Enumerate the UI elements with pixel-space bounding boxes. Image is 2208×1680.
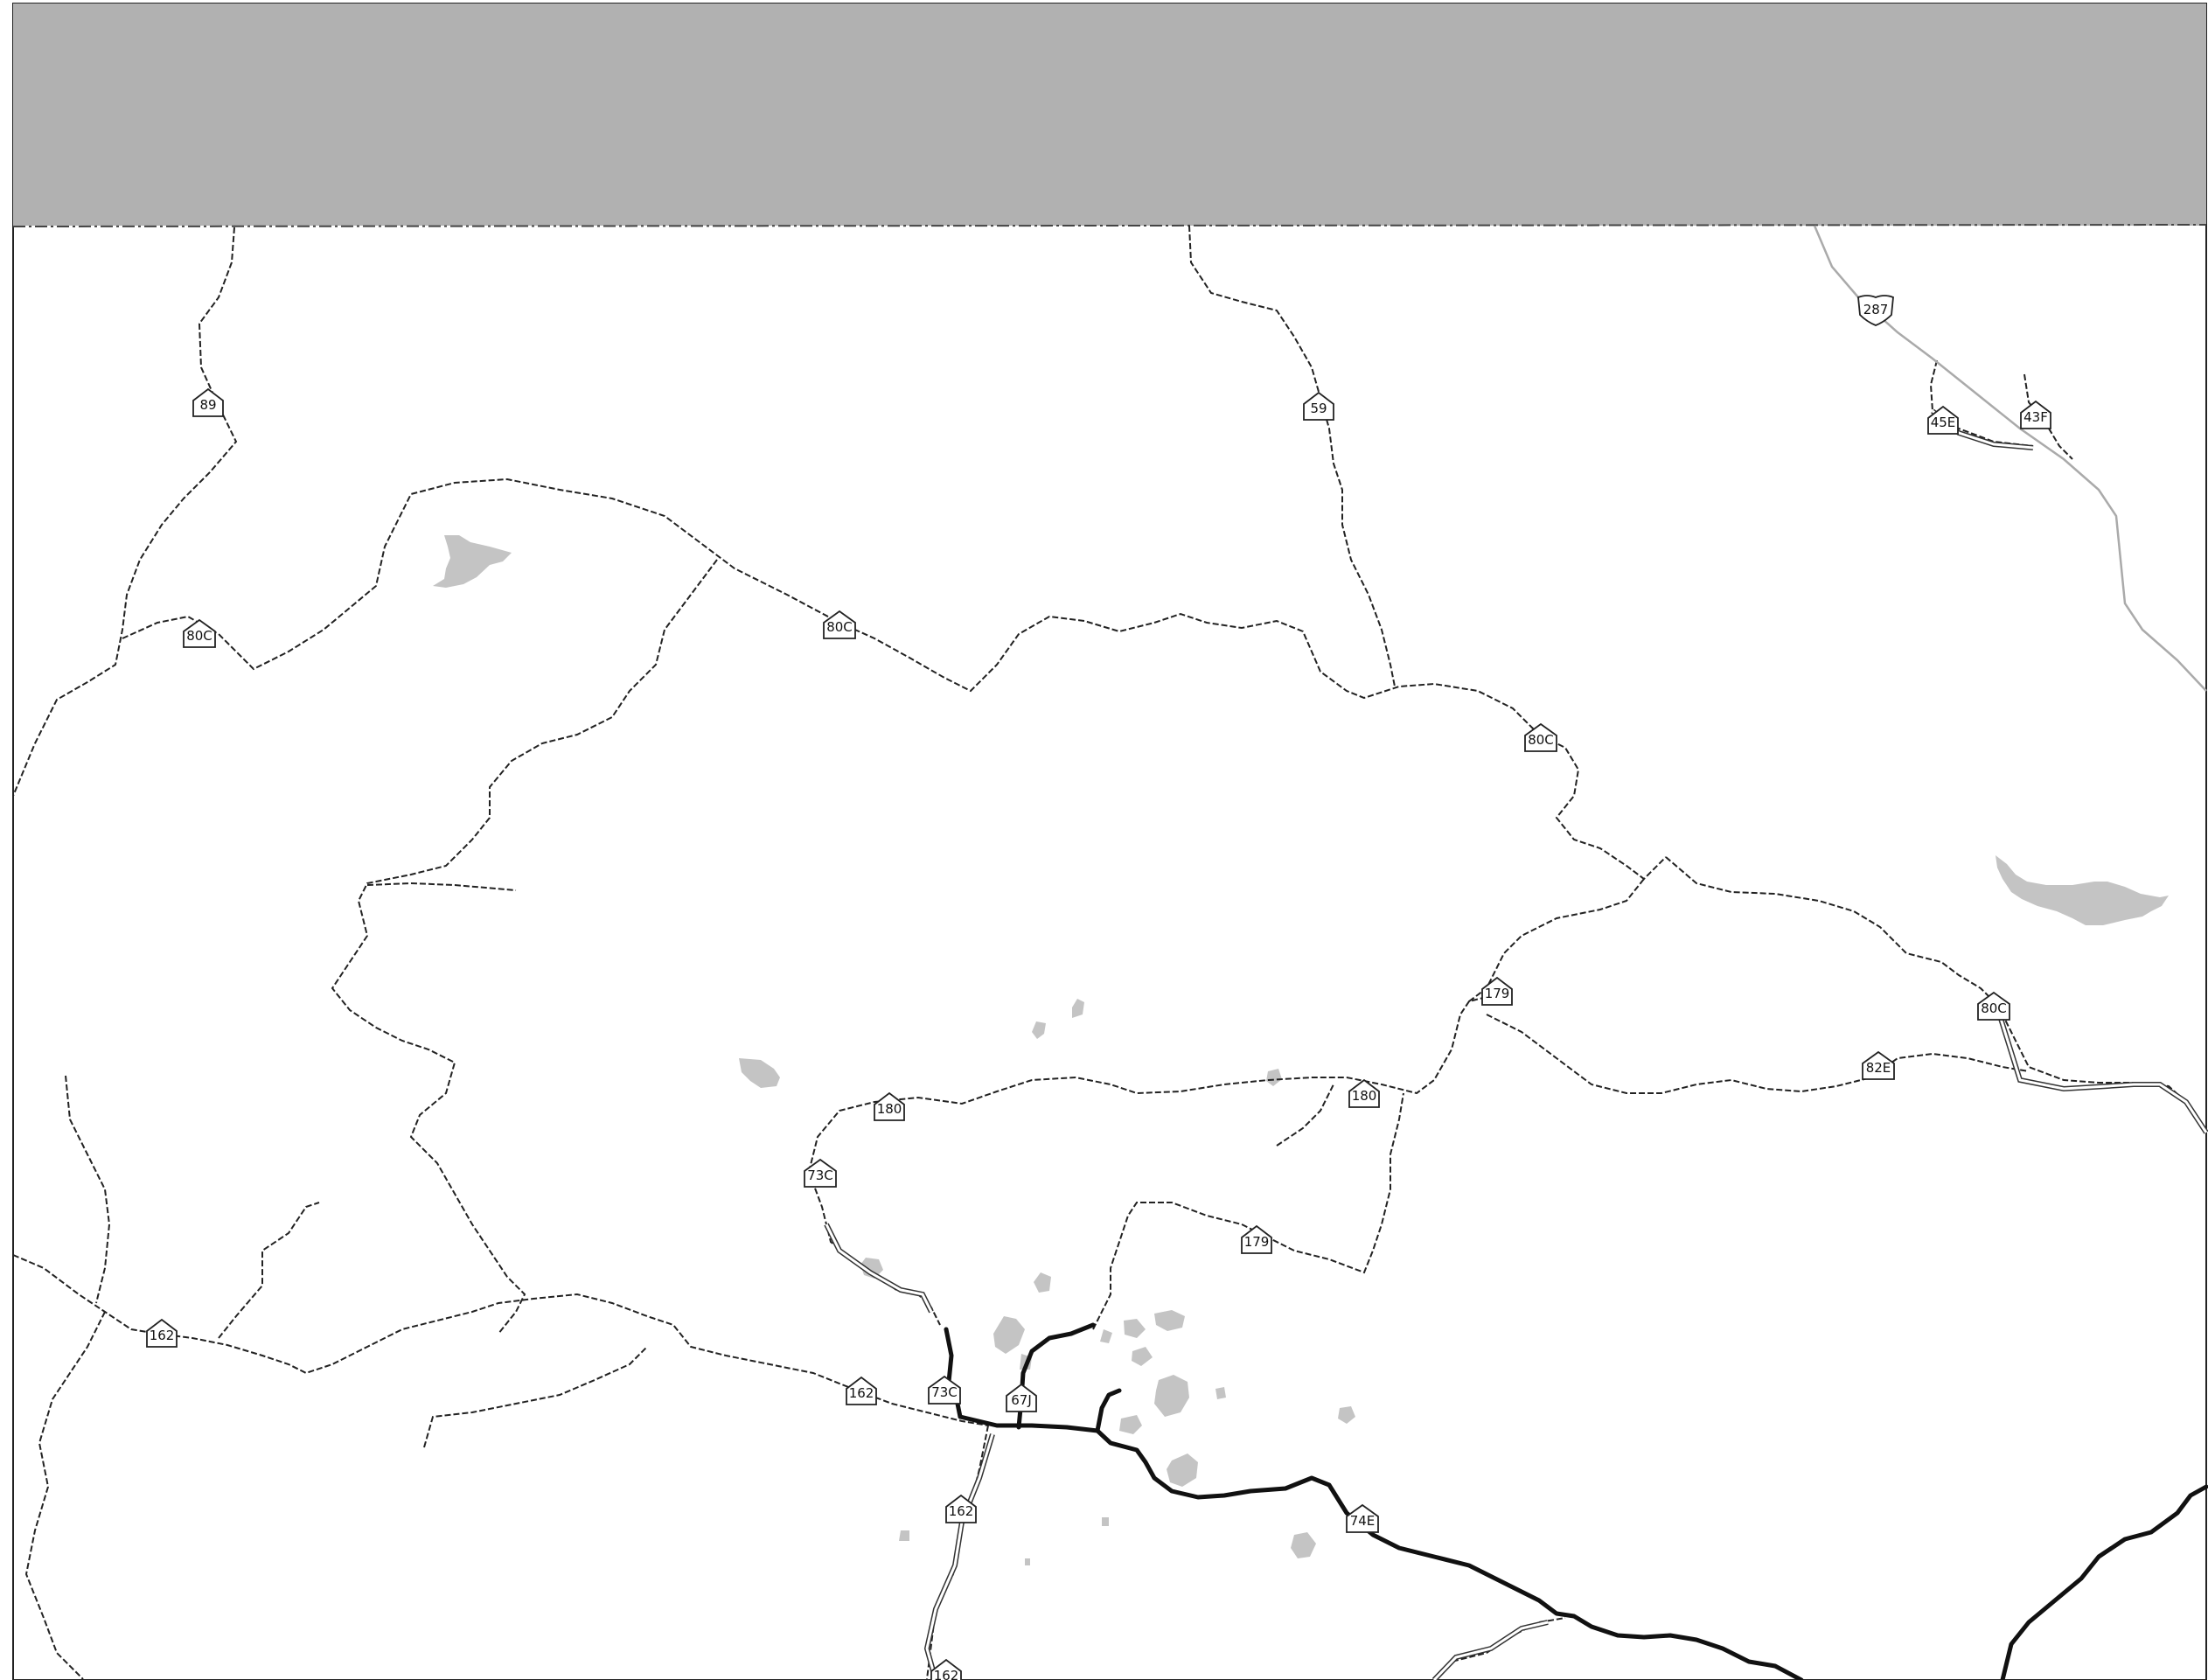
road-89-inner — [15, 228, 241, 798]
pond-9 — [1124, 1319, 1146, 1338]
route-shield: 162 — [930, 1658, 962, 1680]
map-background — [12, 3, 2207, 1680]
svg-text:80C: 80C — [826, 619, 853, 635]
svg-text:59: 59 — [1310, 401, 1327, 416]
road-west-branch — [331, 559, 718, 1335]
road-stub-north — [65, 1075, 111, 1304]
svg-text:80C: 80C — [186, 628, 212, 644]
route-shield-us: 287 — [1857, 295, 1894, 326]
lake-east — [1996, 855, 2169, 925]
route-shield: 45E — [1927, 405, 1959, 435]
pond-3 — [1072, 999, 1084, 1018]
route-shield: 179 — [1241, 1224, 1272, 1254]
svg-text:287: 287 — [1863, 302, 1889, 317]
svg-text:179: 179 — [1244, 1234, 1270, 1250]
route-shield: 180 — [874, 1091, 905, 1121]
pond-11 — [1132, 1347, 1153, 1366]
water-bodies — [433, 535, 2169, 1565]
road-180-spur — [1276, 1084, 1334, 1147]
svg-text:179: 179 — [1485, 986, 1510, 1001]
road-west-spur — [366, 882, 517, 891]
route-shield: 80C — [1524, 722, 1557, 752]
svg-text:162: 162 — [949, 1503, 974, 1519]
svg-text:74E: 74E — [1350, 1513, 1376, 1529]
pond-10 — [1154, 1310, 1185, 1331]
pond-8 — [1100, 1329, 1112, 1343]
out-of-area-region — [13, 3, 2206, 226]
double-road-east-inner — [1996, 1009, 2208, 1133]
route-shield: 82E — [1862, 1050, 1895, 1080]
pond-5 — [1034, 1272, 1051, 1293]
route-shield: 43F — [2020, 400, 2051, 429]
pond-14 — [1167, 1453, 1198, 1487]
boundary-line — [12, 224, 2207, 227]
svg-text:80C: 80C — [1528, 732, 1554, 748]
svg-text:89: 89 — [199, 397, 216, 413]
road-82e — [1486, 1014, 2030, 1094]
route-shield: 162 — [846, 1376, 877, 1405]
route-shield: 89 — [192, 387, 224, 417]
svg-text:73C: 73C — [931, 1384, 958, 1400]
route-shield: 74E — [1346, 1503, 1379, 1533]
main-road-spur — [1095, 1388, 1122, 1433]
route-shield: 162 — [146, 1318, 178, 1348]
pond-18 — [899, 1530, 909, 1541]
svg-text:43F: 43F — [2023, 409, 2048, 425]
pond-15 — [1291, 1532, 1316, 1558]
route-shields: 89 59 287 45E 43F 80C 80C 80C — [146, 295, 2051, 1680]
svg-text:162: 162 — [849, 1385, 874, 1401]
road-162-southwest — [24, 1311, 106, 1680]
svg-text:82E: 82E — [1866, 1060, 1891, 1076]
route-shield: 80C — [183, 618, 216, 648]
svg-text:80C: 80C — [1981, 1000, 2007, 1016]
route-shield: 162 — [945, 1494, 977, 1523]
main-road-southeast — [2000, 1484, 2208, 1680]
pond-1 — [739, 1058, 780, 1088]
pond-17 — [1266, 1069, 1282, 1086]
road-180 — [808, 996, 1487, 1173]
road-89 — [12, 227, 238, 797]
svg-text:45E: 45E — [1931, 415, 1956, 430]
route-shield: 59 — [1303, 391, 1334, 421]
double-road-lower-inner — [1432, 1621, 1549, 1680]
svg-text:162: 162 — [934, 1668, 959, 1680]
road-hook-spur — [218, 1202, 320, 1339]
svg-text:73C: 73C — [807, 1168, 833, 1183]
pond-20 — [1025, 1558, 1030, 1565]
svg-text:180: 180 — [1352, 1088, 1377, 1104]
pond-19 — [1102, 1517, 1109, 1526]
road-179-north — [1468, 878, 1645, 1002]
route-shield: 80C — [823, 610, 856, 639]
double-road-73c-inner — [825, 1223, 933, 1313]
pond-21 — [1215, 1387, 1226, 1399]
route-shield: 179 — [1481, 976, 1513, 1006]
route-shield: 73C — [804, 1158, 837, 1188]
pond-13 — [1119, 1415, 1142, 1434]
double-road-162-south-inner — [925, 1433, 994, 1680]
lake-northwest — [433, 535, 512, 588]
svg-text:67J: 67J — [1011, 1392, 1032, 1408]
route-shield: 67J — [1006, 1383, 1037, 1412]
route-shield: 180 — [1348, 1078, 1380, 1108]
road-59 — [1188, 225, 1396, 687]
pond-4 — [860, 1258, 883, 1279]
pond-6 — [993, 1316, 1025, 1354]
svg-text:162: 162 — [150, 1328, 175, 1343]
svg-text:180: 180 — [877, 1101, 902, 1117]
route-shield: 73C — [928, 1375, 961, 1405]
pond-2 — [1032, 1021, 1046, 1039]
route-shield: 80C — [1977, 991, 2010, 1021]
road-spur-lower — [423, 1346, 648, 1448]
pond-16 — [1338, 1406, 1355, 1424]
pond-12 — [1154, 1375, 1189, 1417]
